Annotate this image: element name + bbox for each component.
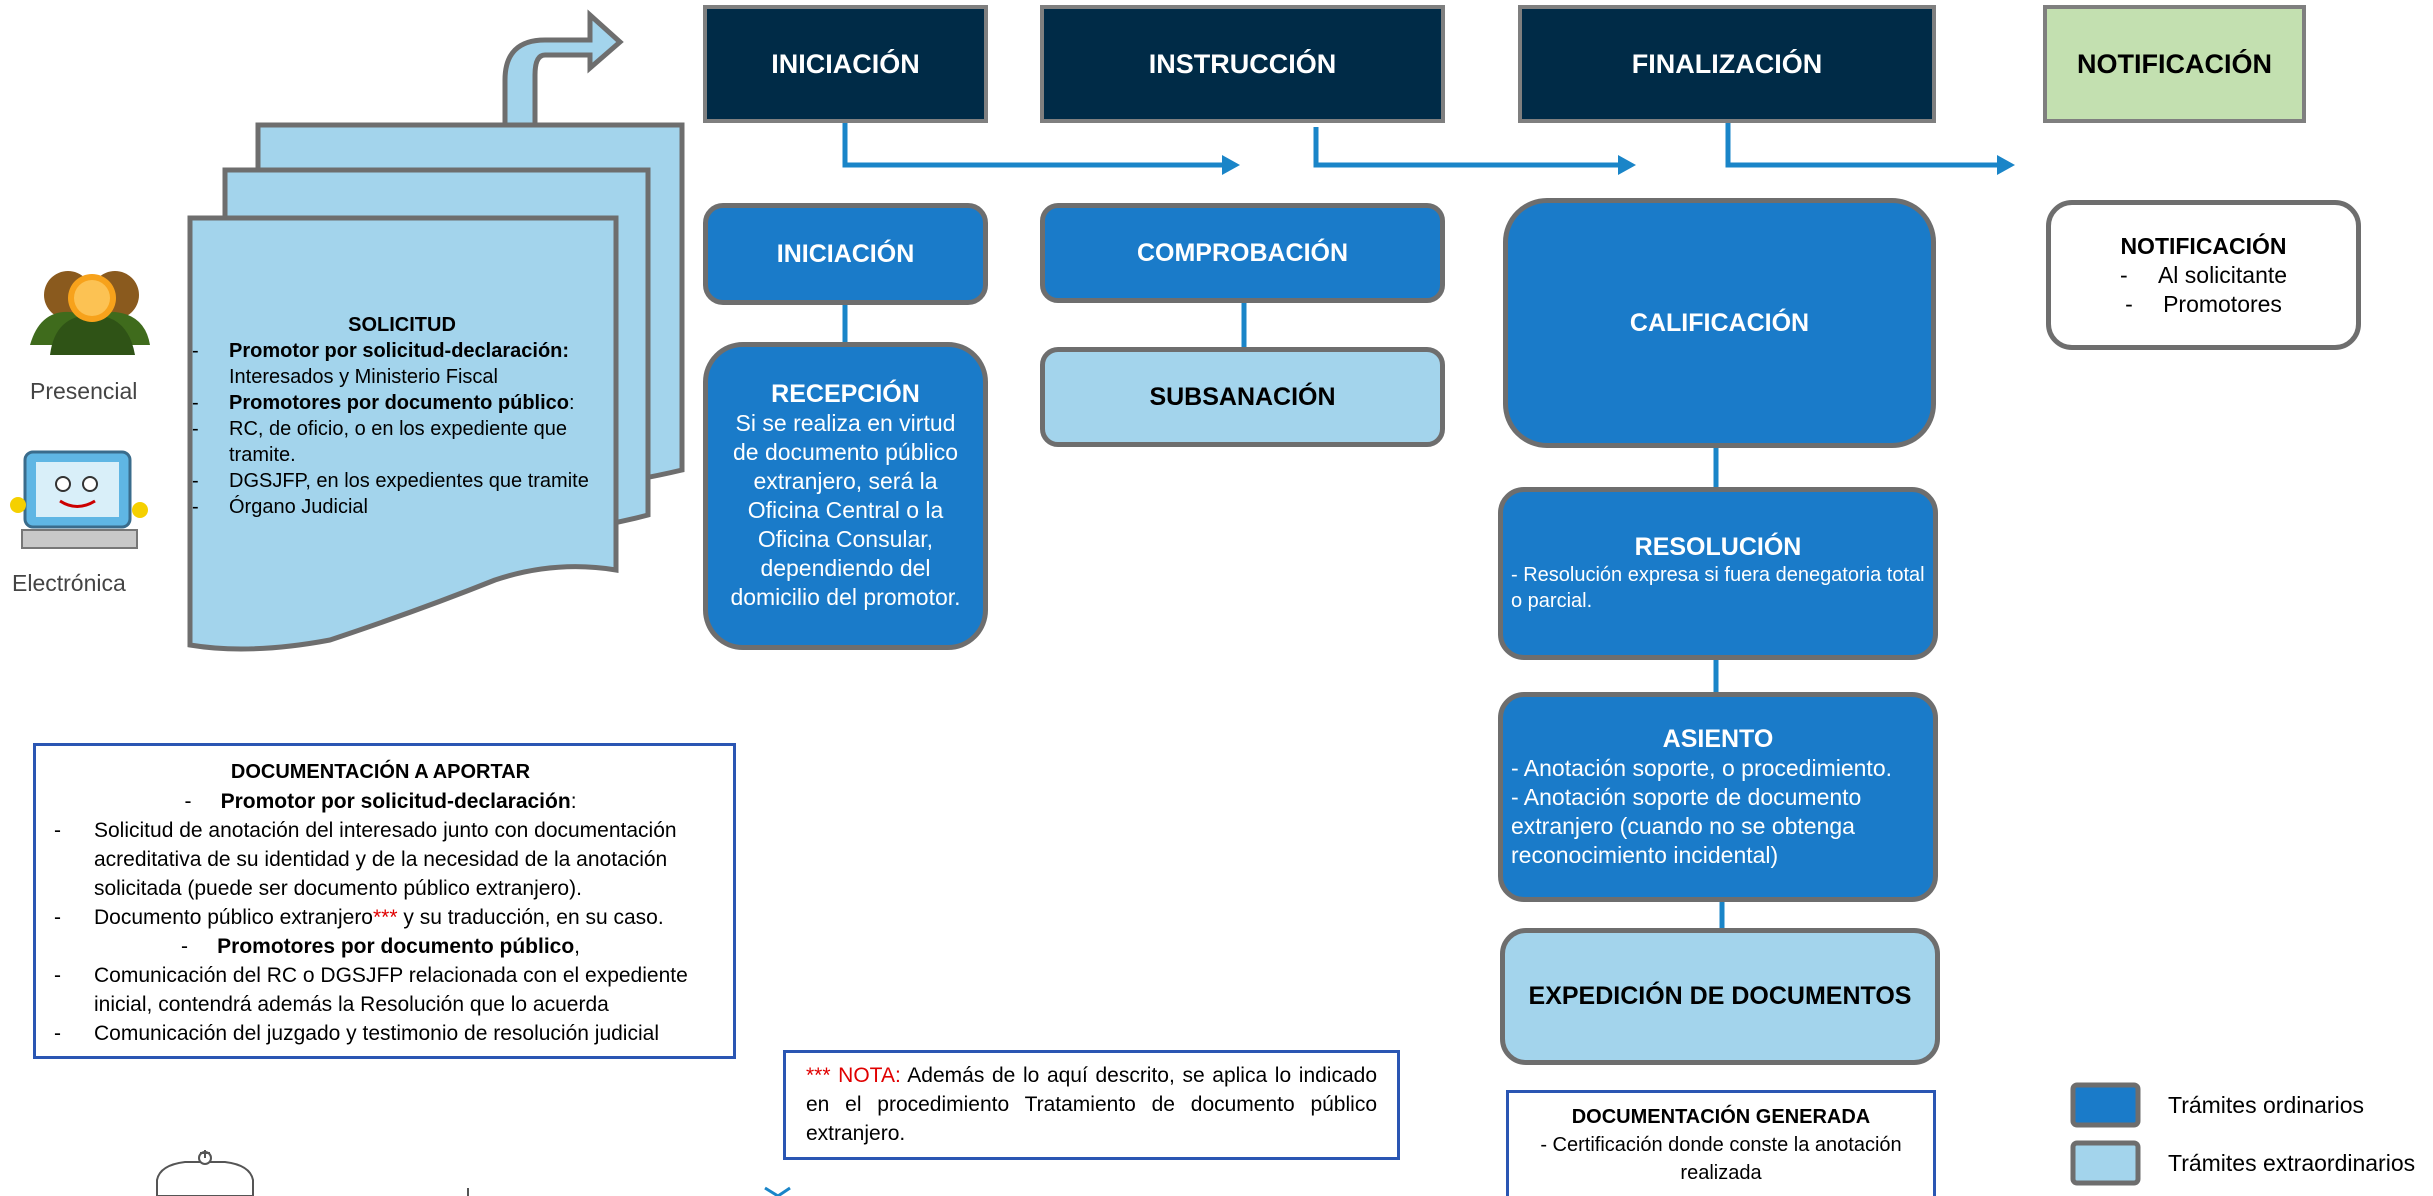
- solicitud-promotores-colon: :: [569, 392, 575, 414]
- solicitud-promotor-label: Promotor por solicitud-declaración:: [229, 340, 570, 362]
- solicitud-item-text: DGSJFP, en los expedientes que tramite: [229, 470, 589, 492]
- legend-label-extraordinarios: Trámites extraordinarios: [2168, 1150, 2416, 1176]
- step-asiento: ASIENTO - Anotación soporte, o procedimi…: [1498, 692, 1938, 902]
- documentacion-group1-heading: - Promotor por solicitud-declaración:: [184, 790, 577, 813]
- solicitud-promotores-label: Promotores por documento público: [229, 392, 570, 414]
- step-asiento-line1: - Anotación soporte, o procedimiento.: [1511, 754, 1893, 781]
- solicitud-item: -DGSJFP, en los expedientes que tramite: [192, 470, 589, 492]
- documentacion-group2-heading: - Promotores por documento público,: [180, 935, 581, 958]
- computer-icon: [10, 450, 148, 549]
- step-recepcion: RECEPCIÓN Si se realiza en virtud de doc…: [703, 342, 988, 650]
- documentacion-generada-title: DOCUMENTACIÓN GENERADA: [1571, 1106, 1871, 1128]
- solicitud-title: SOLICITUD: [348, 314, 456, 336]
- phase-finalizacion-header: FINALIZACIÓN: [1518, 5, 1936, 123]
- arrowhead-2: [1618, 155, 1636, 175]
- crown-logo: [156, 1150, 254, 1196]
- channel-electronica-label: Electrónica: [12, 570, 126, 596]
- documentacion-group1-label: Promotor por solicitud-declaración: [220, 790, 571, 813]
- documentacion-item: Documento público extranjero*** y su tra…: [36, 903, 725, 932]
- step-iniciacion-label: INICIACIÓN: [776, 239, 915, 268]
- documentacion-generada-text: - Certificación donde conste la anotació…: [1540, 1134, 1902, 1184]
- step-resolucion-text: - Resolución expresa si fuera denegatori…: [1511, 564, 1925, 612]
- documentacion-item: Solicitud de anotación del interesado ju…: [36, 816, 725, 903]
- step-expedicion: EXPEDICIÓN DE DOCUMENTOS: [1500, 928, 1940, 1065]
- solicitud-promotores: - Promotores por documento público:: [192, 392, 575, 414]
- arrowhead-3: [1997, 155, 2015, 175]
- documentacion-group2-label: Promotores por documento público: [217, 935, 575, 958]
- step-subsanacion: SUBSANACIÓN: [1040, 347, 1445, 447]
- solicitud-promotor: - Promotor por solicitud-declaración: In…: [192, 340, 570, 388]
- notificacion-item: -Promotores: [2125, 290, 2282, 317]
- step-recepcion-text: Si se realiza en virtud de documento púb…: [730, 410, 961, 610]
- documentacion-item: Comunicación del juzgado y testimonio de…: [36, 1019, 725, 1048]
- solicitud-item: -RC, de oficio, o en los expediente que …: [192, 418, 567, 466]
- person-icon: [30, 271, 150, 355]
- documentacion-generada-box: DOCUMENTACIÓN GENERADA - Certificación d…: [1506, 1090, 1936, 1196]
- channel-presencial-label: Presencial: [30, 378, 138, 404]
- step-recepcion-title: RECEPCIÓN: [771, 380, 920, 408]
- phase-arrow-2: [1313, 127, 1620, 168]
- step-asiento-title: ASIENTO: [1662, 724, 1774, 753]
- step-calificacion: CALIFICACIÓN: [1503, 198, 1936, 448]
- step-asiento-line2: - Anotación soporte de documento extranj…: [1511, 783, 1862, 868]
- footer-logo-mark: [764, 1186, 791, 1196]
- step-resolucion-title: RESOLUCIÓN: [1634, 533, 1802, 561]
- legend-swatch-ordinarios: [2070, 1082, 2141, 1128]
- documentacion-item: Comunicación del RC o DGSJFP relacionada…: [36, 961, 725, 1019]
- nota-stars: ***: [806, 1064, 831, 1087]
- nota-text: Además de lo aquí descrito, se aplica lo…: [806, 1064, 1378, 1145]
- documentacion-aportar-box: DOCUMENTACIÓN A APORTAR - Promotor por s…: [33, 743, 736, 1059]
- phase-notificacion-header: NOTIFICACIÓN: [2043, 5, 2306, 123]
- documentacion-aportar-title: DOCUMENTACIÓN A APORTAR: [230, 761, 531, 783]
- phase-arrow-1: [842, 120, 1225, 168]
- legend-label-ordinarios: Trámites ordinarios: [2168, 1092, 2364, 1118]
- notificacion-item: -Al solicitante: [2119, 261, 2288, 288]
- doc-sheet-front: [187, 215, 619, 652]
- documentacion-doc-stars: ***: [373, 906, 398, 929]
- notificacion-box: NOTIFICACIÓN -Al solicitante -Promotores: [2046, 200, 2361, 350]
- phase-instruccion-header: INSTRUCCIÓN: [1040, 5, 1445, 123]
- nota-box: *** NOTA: Además de lo aquí descrito, se…: [783, 1050, 1400, 1160]
- solicitud-promotor-text: Interesados y Ministerio Fiscal: [229, 366, 498, 388]
- documentacion-item-text: Comunicación del RC o DGSJFP relacionada…: [94, 964, 688, 1016]
- notificacion-item-text: Promotores: [2163, 290, 2282, 317]
- nota-label: NOTA:: [830, 1064, 901, 1087]
- step-calificacion-label: CALIFICACIÓN: [1629, 308, 1810, 337]
- step-comprobacion-label: COMPROBACIÓN: [1136, 238, 1349, 267]
- notificacion-title: NOTIFICACIÓN: [2120, 232, 2287, 259]
- documentacion-item-text: Solicitud de anotación del interesado ju…: [94, 819, 677, 900]
- upward-arrow-shape: [502, 9, 624, 143]
- solicitud-item-text: RC, de oficio, o en los expediente que t…: [229, 418, 567, 466]
- step-iniciacion: INICIACIÓN: [703, 203, 988, 305]
- solicitud-item: -Órgano Judicial: [192, 496, 368, 518]
- step-resolucion: RESOLUCIÓN - Resolución expresa si fuera…: [1498, 487, 1938, 660]
- arrowhead-1: [1222, 155, 1240, 175]
- solicitud-item-text: Órgano Judicial: [229, 496, 368, 518]
- documentacion-item-text: Comunicación del juzgado y testimonio de…: [94, 1022, 659, 1045]
- step-comprobacion: COMPROBACIÓN: [1040, 203, 1445, 303]
- step-expedicion-label: EXPEDICIÓN DE DOCUMENTOS: [1528, 982, 1912, 1010]
- notificacion-item-text: Al solicitante: [2157, 261, 2288, 288]
- step-subsanacion-label: SUBSANACIÓN: [1149, 382, 1336, 411]
- documentacion-doc-prefix: Documento público extranjero: [94, 906, 373, 929]
- solicitud-content: SOLICITUD - Promotor por solicitud-decla…: [192, 312, 612, 520]
- documentacion-doc-suffix: y su traducción, en su caso.: [397, 906, 664, 929]
- legend-swatch-extraordinarios: [2070, 1140, 2141, 1186]
- phase-iniciacion-header: INICIACIÓN: [703, 5, 988, 123]
- phase-arrow-3: [1725, 120, 2003, 168]
